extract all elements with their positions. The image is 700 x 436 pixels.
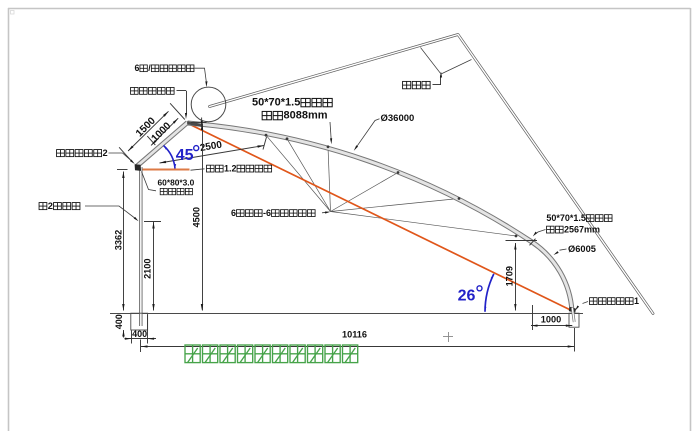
svg-text:400: 400: [132, 329, 147, 339]
svg-text:8088mm: 8088mm: [284, 110, 328, 122]
svg-text:50*70*1.5: 50*70*1.5: [546, 213, 586, 223]
svg-text:400: 400: [114, 314, 124, 329]
svg-text:1: 1: [634, 296, 639, 306]
svg-text:60*80*3.0: 60*80*3.0: [158, 178, 195, 188]
svg-text:45: 45: [176, 147, 194, 164]
svg-text:6: 6: [135, 63, 140, 73]
svg-text:Ø36000: Ø36000: [381, 113, 415, 124]
svg-text:3362: 3362: [114, 230, 124, 250]
svg-text:26: 26: [458, 288, 476, 305]
svg-text:50*70*1.5: 50*70*1.5: [252, 97, 300, 109]
svg-text:1000: 1000: [541, 315, 561, 325]
svg-text:1709: 1709: [505, 266, 515, 286]
svg-text:4500: 4500: [191, 207, 201, 227]
svg-text:1.2: 1.2: [224, 164, 237, 174]
svg-text:6: 6: [231, 208, 236, 218]
svg-text:2100: 2100: [142, 258, 152, 278]
svg-text:2: 2: [103, 148, 108, 158]
svg-text:2567mm: 2567mm: [564, 225, 600, 235]
svg-text:2: 2: [48, 201, 53, 211]
svg-text:-6: -6: [263, 208, 271, 218]
svg-text:10116: 10116: [342, 330, 367, 340]
svg-text:Ø6005: Ø6005: [568, 244, 596, 254]
